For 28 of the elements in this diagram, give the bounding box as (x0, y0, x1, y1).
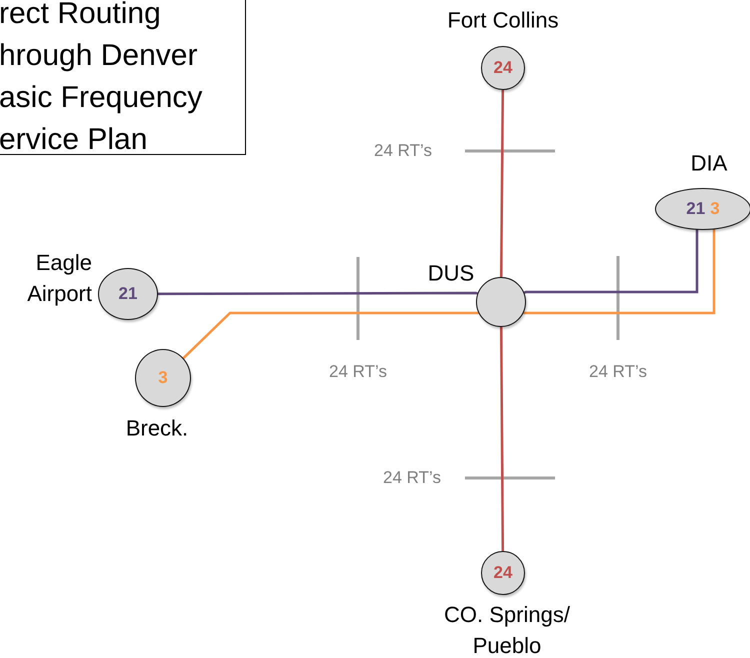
station-name: Fort Collins (447, 6, 559, 34)
route-line (500, 327, 504, 551)
route-line (158, 292, 478, 296)
frequency-number: 3 (158, 368, 168, 388)
trip-count-label: 24 RT’s (374, 141, 432, 161)
station-name: Eagle Airport (26, 249, 92, 308)
route-line (500, 90, 504, 277)
frequency-number: 21 (118, 284, 138, 304)
frequency-number: 3 (710, 199, 720, 219)
hub-circle (476, 277, 526, 327)
station-name: Breck. (126, 414, 188, 442)
frequency-number: 24 (494, 58, 512, 78)
station-circle (655, 188, 750, 230)
station-circle (98, 268, 158, 320)
title: rect Routing hrough Denver asic Frequency ervice Plan (0, 0, 204, 154)
frequency-number: 24 (494, 563, 512, 583)
station-circle (481, 46, 525, 90)
route-line (182, 312, 480, 360)
station-circle (481, 551, 525, 595)
trip-count-label: 24 RT’s (329, 362, 387, 382)
trip-count-label: 24 RT’s (589, 362, 647, 382)
station-name: DIA (690, 150, 728, 178)
route-line (524, 228, 698, 294)
station-name: CO. Springs/ Pueblo (443, 601, 571, 658)
station-circle (135, 349, 191, 407)
trip-count-label: 24 RT’s (383, 468, 441, 488)
station-name: DUS (428, 260, 474, 288)
frequency-number: 21 (686, 199, 706, 219)
